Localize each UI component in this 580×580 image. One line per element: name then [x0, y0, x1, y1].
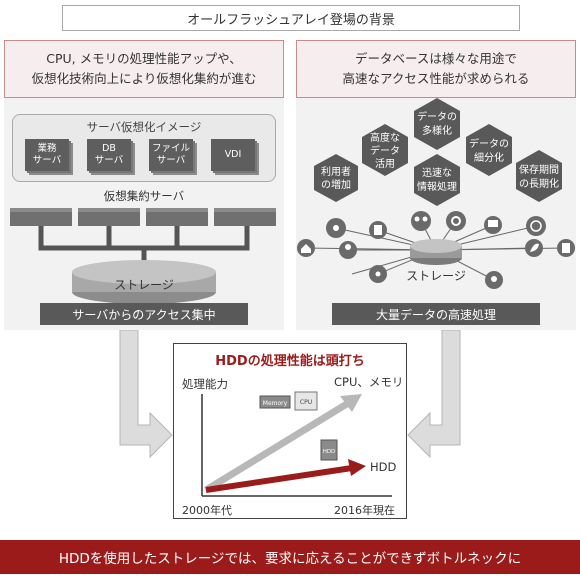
left-footer-label: サーバからのアクセス集中: [40, 303, 248, 325]
server-vdi: VDI: [211, 139, 259, 175]
hexagon-rapid-processing: 迅速な 情報処理: [414, 154, 460, 206]
consolidation-diagram: [10, 208, 276, 304]
globe-icon: [526, 216, 546, 236]
hex-segment-line1: データの: [469, 137, 509, 150]
server-file-line1: ファイル: [151, 143, 190, 154]
hex-advanced-line2: データ: [370, 144, 400, 157]
hdd-trend-arrow: [205, 459, 366, 493]
right-head-line-2: 高速なアクセス性能が求められる: [342, 71, 530, 86]
right-footer-text: 大量データの高速処理: [375, 307, 496, 322]
server-file-line2: サーバ: [156, 155, 186, 166]
left-storage-label: ストレージ: [114, 278, 174, 292]
rack-server-3: [146, 208, 208, 226]
server-vdi-line1: VDI: [224, 149, 242, 160]
cpu-line-label: CPU、メモリ: [334, 375, 404, 389]
right-footer-label: 大量データの高速処理: [332, 303, 540, 325]
page-title-text: オールフラッシュアレイ登場の背景: [187, 12, 395, 28]
hexagon-segmentation: データの 細分化: [466, 124, 512, 176]
chart-x-start: 2000年代: [182, 504, 232, 517]
hex-diversify-line2: 多様化: [422, 124, 452, 137]
server-db: DB サーバ: [87, 139, 135, 175]
server-business-line2: サーバ: [32, 155, 62, 166]
hex-segment-line2: 細分化: [474, 151, 504, 164]
left-panel-header: CPU, メモリの処理性能アップや、 仮想化技術向上により仮想化集約が進む: [4, 40, 284, 98]
chart-title: HDDの処理性能は頭打ち: [215, 354, 365, 369]
hdd-chip-icon: HDD: [320, 439, 338, 461]
virtualization-title: サーバ仮想化イメージ: [86, 120, 202, 134]
memory-chip-text: Memory: [263, 400, 288, 407]
group-icon: [411, 211, 431, 231]
conclusion-bar: HDDを使用したストレージでは、要求に応えることができずボトルネックに: [0, 540, 580, 574]
hdd-chip-text: HDD: [323, 449, 336, 455]
left-panel: CPU, メモリの処理性能アップや、 仮想化技術向上により仮想化集約が進む サー…: [4, 40, 284, 330]
rack-server-4: [214, 208, 276, 226]
rack-server-2: [78, 208, 140, 226]
virtualization-box: サーバ仮想化イメージ 業務 サーバ DB サーバ ファイル サーバ: [12, 114, 276, 182]
hexagon-diversification: データの 多様化: [414, 98, 460, 150]
rack-server-1: [10, 208, 72, 226]
right-panel: データベースは様々な用途で 高速なアクセス性能が求められる 利用者 の増加: [296, 40, 576, 330]
hexagon-users: 利用者 の増加: [314, 154, 358, 202]
hex-retention-line2: の長期化: [519, 177, 559, 190]
chart-plot: Memory CPU HDD: [201, 391, 392, 497]
hexagon-long-retention: 保存期間 の長期化: [516, 150, 562, 202]
server-file: ファイル サーバ: [149, 139, 197, 175]
hex-rapid-line2: 情報処理: [417, 180, 457, 193]
hdd-line-label: HDD: [370, 460, 397, 474]
conclusion-text: HDDを使用したストレージでは、要求に応えることができずボトルネックに: [58, 551, 522, 567]
right-flow-arrow: [407, 329, 461, 459]
hexagon-advanced-use: 高度な データ 活用: [362, 124, 408, 176]
left-head-line-2: 仮想化技術向上により仮想化集約が進む: [31, 71, 257, 86]
usage-icons: [297, 211, 575, 289]
left-head-line-1: CPU, メモリの処理性能アップや、: [46, 51, 242, 66]
hex-retention-line1: 保存期間: [519, 163, 559, 176]
right-panel-header: データベースは様々な用途で 高速なアクセス性能が求められる: [296, 40, 576, 98]
rack-servers: [10, 208, 276, 226]
hex-rapid-line1: 迅速な: [422, 167, 452, 179]
performance-chart: HDDの処理性能は頭打ち 処理能力 CPU、メモリ HDD 2000年代 201…: [173, 343, 407, 519]
hex-advanced-line3: 活用: [375, 158, 395, 170]
database-usage-diagram: 利用者 の増加 高度な データ 活用 データの 多様化 迅速な 情報処理 データ…: [297, 98, 575, 289]
right-head-line-1: データベースは様々な用途で: [355, 51, 517, 66]
cpu-trend-arrow: [204, 394, 362, 493]
cpu-chip-icon: CPU: [294, 391, 318, 411]
consolidation-label: 仮想集約サーバ: [103, 189, 185, 203]
gear-icon: [446, 211, 466, 231]
server-business-line1: 業務: [37, 143, 57, 154]
hex-users-line1: 利用者: [321, 166, 351, 178]
left-footer-text: サーバからのアクセス集中: [72, 307, 216, 322]
right-storage-cylinder: [410, 239, 462, 265]
page-title: オールフラッシュアレイ登場の背景: [62, 5, 520, 31]
connector-lines: [38, 226, 250, 262]
hex-advanced-line1: 高度な: [370, 131, 400, 144]
chart-x-end: 2016年現在: [334, 504, 395, 517]
left-storage-cylinder: [72, 260, 216, 304]
memory-chip-icon: Memory: [259, 395, 291, 409]
chart-axes: [201, 394, 392, 497]
server-db-line2: サーバ: [94, 155, 124, 166]
right-storage-label: ストレージ: [406, 269, 466, 283]
hex-users-line2: の増加: [321, 178, 351, 191]
server-business: 業務 サーバ: [25, 139, 73, 175]
server-db-line1: DB: [102, 143, 116, 154]
cpu-chip-text: CPU: [300, 399, 312, 406]
chart-ylabel: 処理能力: [182, 377, 228, 391]
left-flow-arrow: [119, 329, 173, 459]
hex-diversify-line1: データの: [417, 110, 457, 123]
